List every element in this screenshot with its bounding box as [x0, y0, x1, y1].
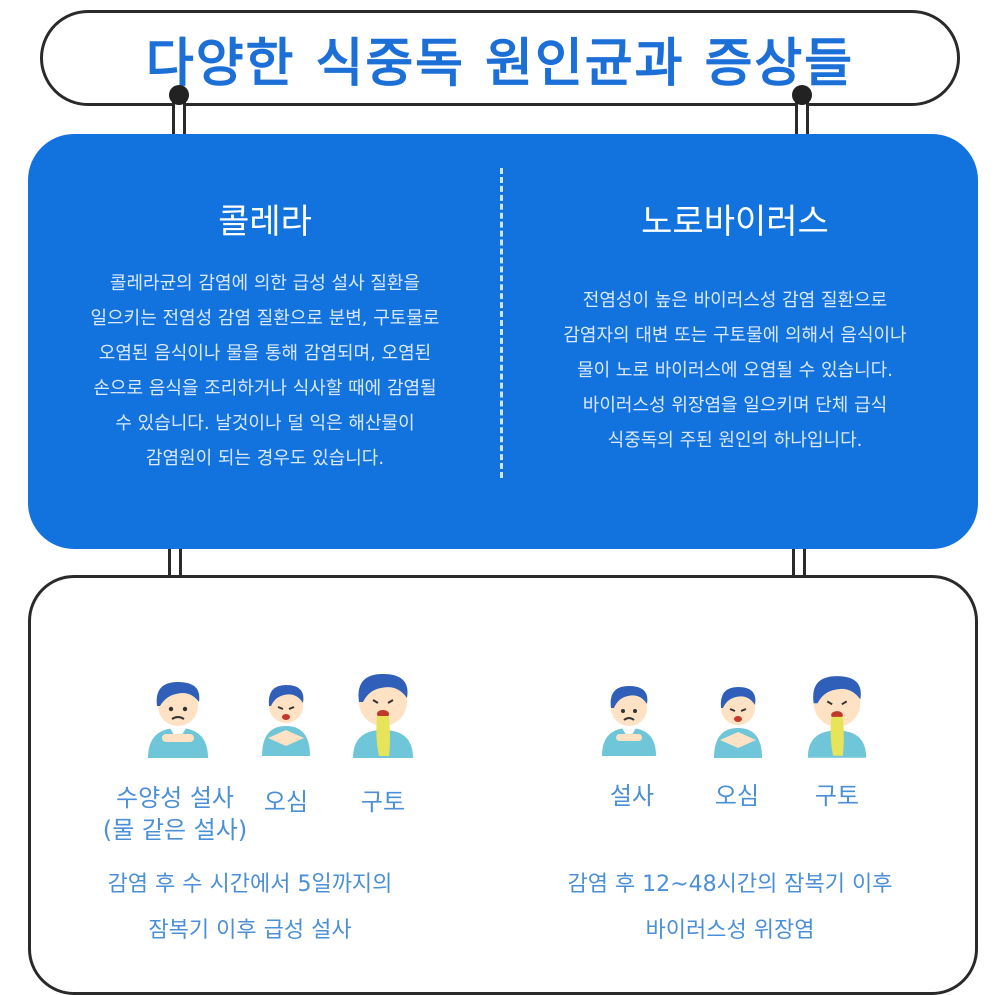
incubation-line: 바이러스성 위장염	[645, 918, 815, 943]
cholera-title: 콜레라	[218, 202, 312, 242]
description-panel	[28, 134, 978, 549]
norovirus-title: 노로바이러스	[641, 202, 829, 242]
cholera-description: 콜레라균의 감염에 의한 급성 설사 질환을 일으키는 전염성 감염 질환으로 …	[40, 266, 490, 476]
vomiting-person-icon	[807, 676, 867, 758]
page-title: 다양한 식중독 원인균과 증상들	[145, 33, 855, 94]
diarrhea-person-icon	[602, 686, 656, 756]
vomiting-person-icon	[353, 674, 413, 758]
incubation-line: 감염 후 12~48시간의 잠복기 이후	[567, 872, 893, 897]
diarrhea-person-icon	[148, 682, 208, 758]
incubation-text: 감염 후 수 시간에서 5일까지의 잠복기 이후 급성 설사	[40, 862, 460, 954]
incubation-line: 잠복기 이후 급성 설사	[148, 918, 352, 943]
desc-line: 오염된 음식이나 물을 통해 감염되며, 오염된	[98, 343, 432, 364]
symptom-label: 오심	[263, 788, 309, 816]
norovirus-description: 전염성이 높은 바이러스성 감염 질환으로 감염자의 대변 또는 구토물에 의해…	[510, 283, 960, 458]
symptom-label: 구토	[814, 782, 860, 810]
desc-line: 물이 노로 바이러스에 오염될 수 있습니다.	[577, 360, 893, 381]
nausea-person-icon	[262, 685, 310, 756]
desc-line: 식중독의 주된 원인의 하나입니다.	[607, 430, 863, 451]
desc-line: 일으키는 전염성 감염 질환으로 분변, 구토물로	[90, 308, 440, 329]
nausea-person-icon	[714, 687, 762, 758]
title-banner: 다양한 식중독 원인균과 증상들	[40, 10, 960, 106]
desc-line: 바이러스성 위장염을 일으키며 단체 급식	[582, 395, 888, 416]
symptom-label: 설사	[609, 782, 655, 810]
desc-line: 콜레라균의 감염에 의한 급성 설사 질환을	[109, 273, 421, 294]
desc-line: 전염성이 높은 바이러스성 감염 질환으로	[582, 290, 888, 311]
column-divider	[500, 168, 503, 478]
symptom-label-line: (물 같은 설사)	[102, 816, 248, 844]
desc-line: 감염자의 대변 또는 구토물에 의해서 음식이나	[563, 325, 907, 346]
symptom-label: 구토	[360, 788, 406, 816]
incubation-text: 감염 후 12~48시간의 잠복기 이후 바이러스성 위장염	[500, 862, 960, 954]
symptom-label: 수양성 설사 (물 같은 설사)	[90, 782, 260, 846]
desc-line: 수 있습니다. 날것이나 덜 익은 해산물이	[115, 413, 415, 434]
desc-line: 감염원이 되는 경우도 있습니다.	[145, 448, 385, 469]
symptom-label: 오심	[714, 782, 760, 810]
desc-line: 손으로 음식을 조리하거나 식사할 때에 감염될	[93, 378, 437, 399]
incubation-line: 감염 후 수 시간에서 5일까지의	[107, 872, 393, 897]
symptom-label-line: 수양성 설사	[115, 784, 235, 812]
symptoms-panel	[28, 575, 978, 995]
